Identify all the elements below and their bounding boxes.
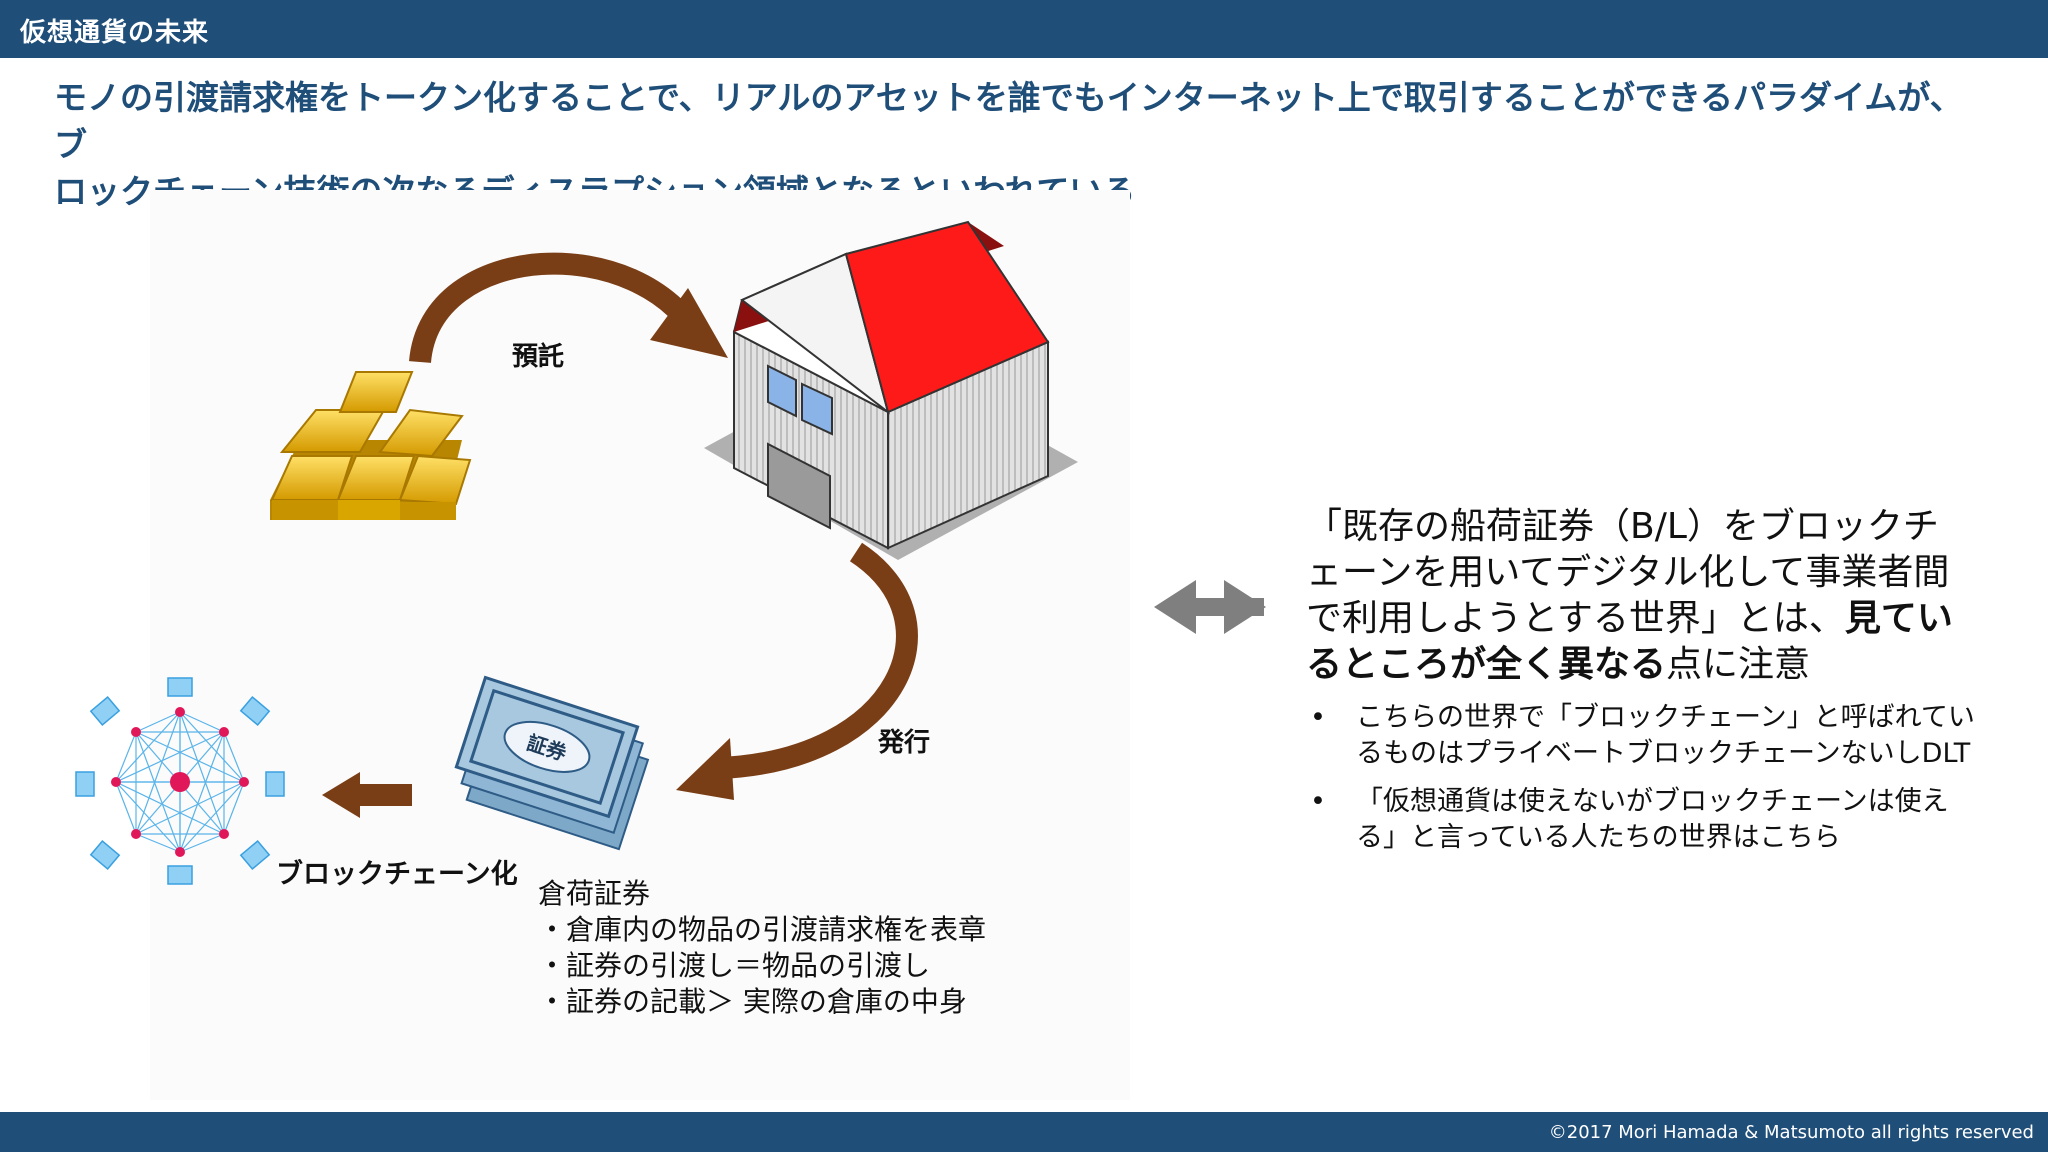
warehouse-icon bbox=[704, 220, 1078, 560]
bullet-text: こちらの世界で「ブロックチェーン」と呼ばれているものはプライベートブロックチェー… bbox=[1356, 702, 1975, 769]
tokenize-arrow bbox=[322, 772, 412, 818]
callout-text-bold: 見ているところが全く異なる bbox=[1306, 598, 1953, 685]
bullet-item: • 「仮想通貨は使えないがブロックチェーンは使える」と言っている人たちの世界はこち… bbox=[1306, 784, 1986, 856]
copyright-text: ©2017 Mori Hamada & Matsumoto all rights… bbox=[1548, 1122, 2034, 1143]
deposit-label: 預託 bbox=[512, 342, 565, 372]
bullet-list: • こちらの世界で「ブロックチェーン」と呼ばれているものはプライベートブロックチェ… bbox=[1306, 700, 1986, 868]
bullet-text: 「仮想通貨は使えないがブロックチェーンは使える」と言っている人たちの世界はこちら bbox=[1356, 786, 1949, 853]
warehouse-receipt-description: 倉荷証券 ・倉庫内の物品の引渡請求権を表章 ・証券の引渡し＝物品の引渡し ・証券… bbox=[538, 876, 986, 1020]
headline-line-1: モノの引渡請求権をトークン化することで、リアルのアセットを誰でもインターネット上… bbox=[54, 78, 1963, 164]
bullet-item: • こちらの世界で「ブロックチェーン」と呼ばれているものはプライベートブロックチェ… bbox=[1306, 700, 1986, 772]
footer-bar: ©2017 Mori Hamada & Matsumoto all rights… bbox=[0, 1112, 2048, 1152]
double-arrow-icon bbox=[1154, 580, 1266, 634]
gold-bars-icon bbox=[270, 371, 472, 520]
title-bar: 仮想通貨の未来 bbox=[0, 0, 2048, 58]
receipt-item: ・証券の引渡し＝物品の引渡し bbox=[538, 949, 931, 982]
slide-section-title: 仮想通貨の未来 bbox=[20, 18, 210, 48]
issue-arrow bbox=[676, 542, 918, 800]
receipt-item: ・倉庫内の物品の引渡請求権を表章 bbox=[538, 913, 987, 946]
certificate-icon: 証券 bbox=[454, 675, 650, 851]
bullet-dot: • bbox=[1310, 786, 1326, 817]
receipt-item: ・証券の記載＞ 実際の倉庫の中身 bbox=[538, 985, 967, 1018]
bullet-dot: • bbox=[1310, 702, 1326, 733]
deposit-arrow bbox=[409, 252, 728, 364]
receipt-title: 倉荷証券 bbox=[538, 877, 651, 910]
callout-text: 「既存の船荷証券（B/L）をブロックチェーンを用いてデジタル化して事業者間で利用… bbox=[1306, 504, 1956, 688]
issue-label: 発行 bbox=[878, 728, 931, 758]
blockchain-network-icon bbox=[75, 677, 285, 885]
blockchain-label: ブロックチェーン化 bbox=[276, 859, 518, 890]
callout-text-after: 点に注意 bbox=[1666, 644, 1811, 685]
callout-text-before: 「既存の船荷証券（B/L）をブロックチェーンを用いてデジタル化して事業者間で利用… bbox=[1306, 506, 1950, 639]
